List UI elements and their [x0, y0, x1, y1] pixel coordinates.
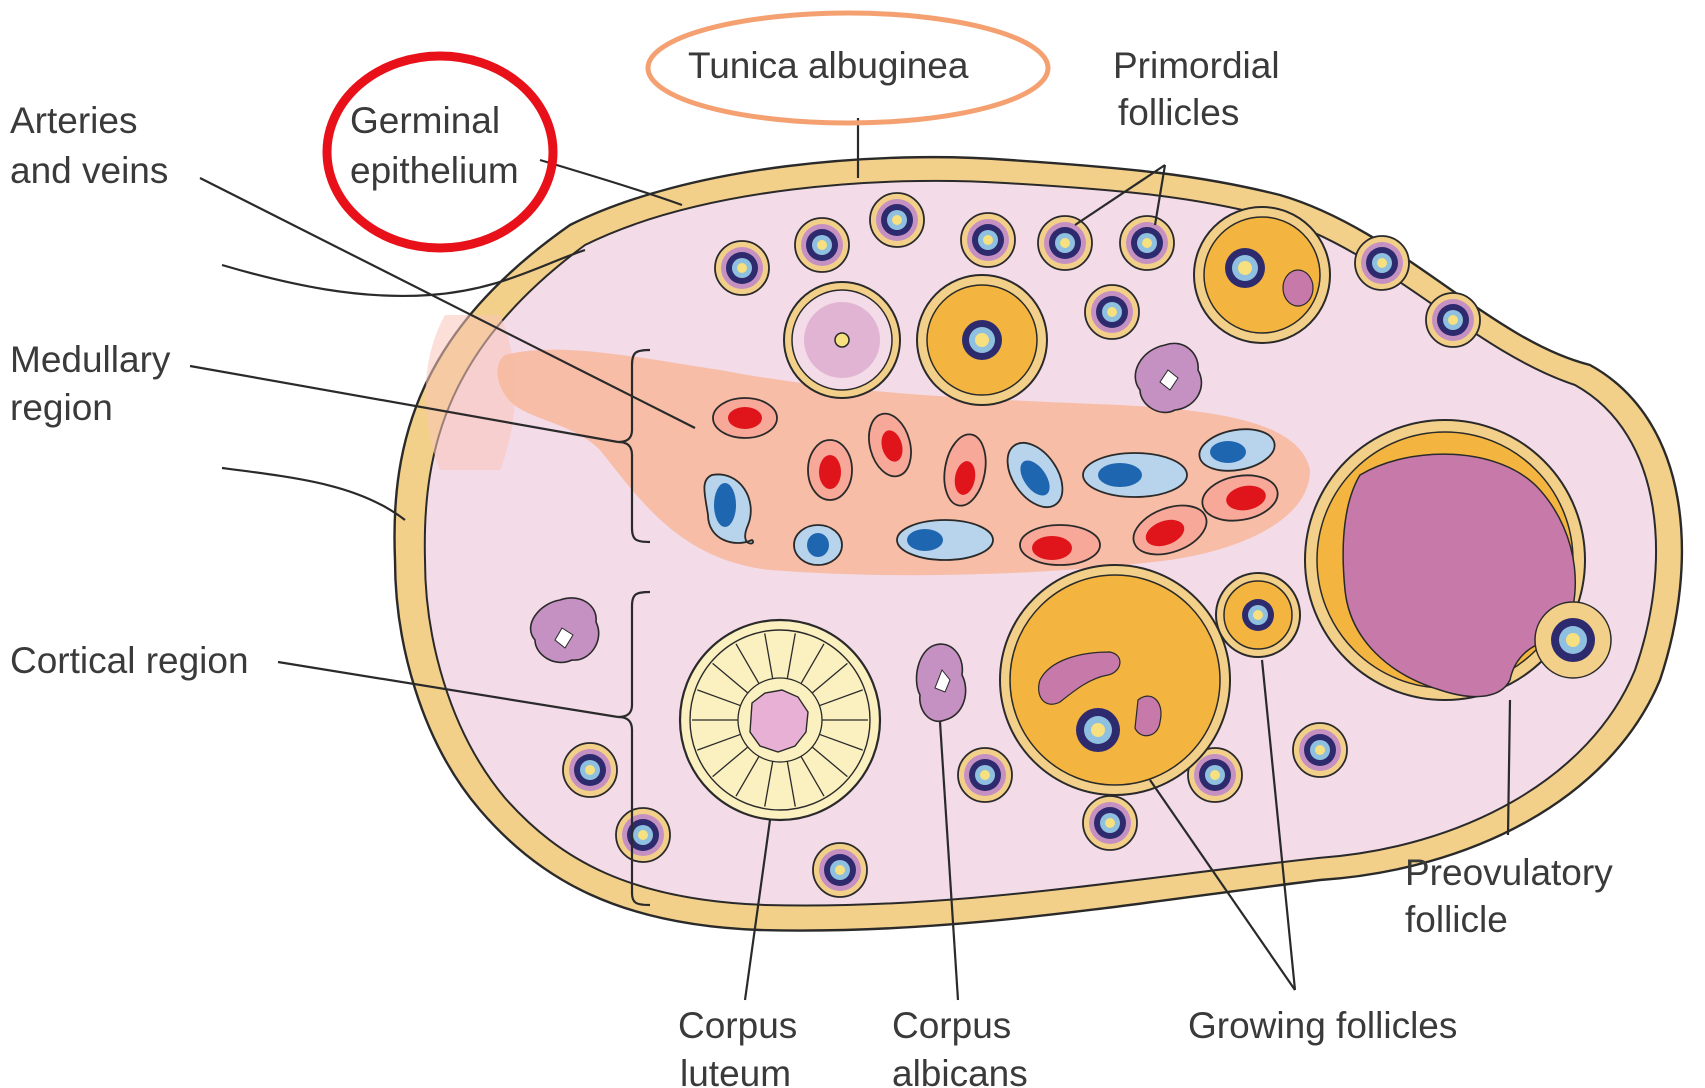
primordial-follicle — [961, 213, 1015, 267]
vein — [794, 525, 842, 565]
artery — [1020, 525, 1100, 565]
artery — [808, 440, 852, 500]
vein — [897, 520, 993, 560]
growing-follicle-upper-right — [1194, 207, 1330, 343]
label-medullary-region: Medullary region — [10, 339, 181, 428]
label-germinal-epithelium: Germinal epithelium — [350, 100, 519, 191]
growing-follicle-upper-left — [784, 282, 900, 398]
label-corpus-albicans: Corpus albicans — [892, 1005, 1028, 1088]
primordial-follicle — [1038, 216, 1092, 270]
corpus-albicans-upper — [1135, 343, 1201, 412]
hilum-lower-line — [222, 468, 405, 520]
primordial-follicle — [715, 241, 769, 295]
corpus-albicans-shape — [916, 644, 965, 721]
label-growing-follicles: Growing follicles — [1188, 1005, 1457, 1046]
primordial-follicle — [795, 218, 849, 272]
primordial-follicle — [1293, 723, 1347, 777]
primordial-follicle — [563, 743, 617, 797]
primordial-follicle — [1120, 216, 1174, 270]
growing-follicle-upper-center — [917, 275, 1047, 405]
primordial-follicle — [616, 808, 670, 862]
label-arteries-and-veins: Arteries and veins — [10, 100, 168, 191]
artery — [713, 398, 777, 438]
label-primordial-follicles: Primordial follicles — [1113, 45, 1290, 133]
label-cortical-region: Cortical region — [10, 640, 249, 681]
primordial-follicle — [1355, 236, 1409, 290]
primordial-follicle — [1085, 285, 1139, 339]
vein — [1083, 453, 1187, 497]
label-tunica-albuginea: Tunica albuginea — [688, 45, 969, 86]
leader-germinal-epithelium — [540, 160, 682, 205]
primordial-follicle — [870, 193, 924, 247]
primordial-follicle — [1083, 796, 1137, 850]
label-corpus-luteum: Corpus luteum — [678, 1005, 808, 1088]
label-preovulatory-follicle: Preovulatory follicle — [1405, 852, 1623, 940]
primordial-follicle — [813, 843, 867, 897]
primordial-follicle — [958, 748, 1012, 802]
growing-follicle-small — [1216, 573, 1300, 657]
corpus-luteum-shape — [680, 620, 880, 820]
growing-follicle-lower-center — [1000, 565, 1230, 795]
primordial-follicle — [1426, 293, 1480, 347]
hilum-region — [426, 315, 515, 470]
